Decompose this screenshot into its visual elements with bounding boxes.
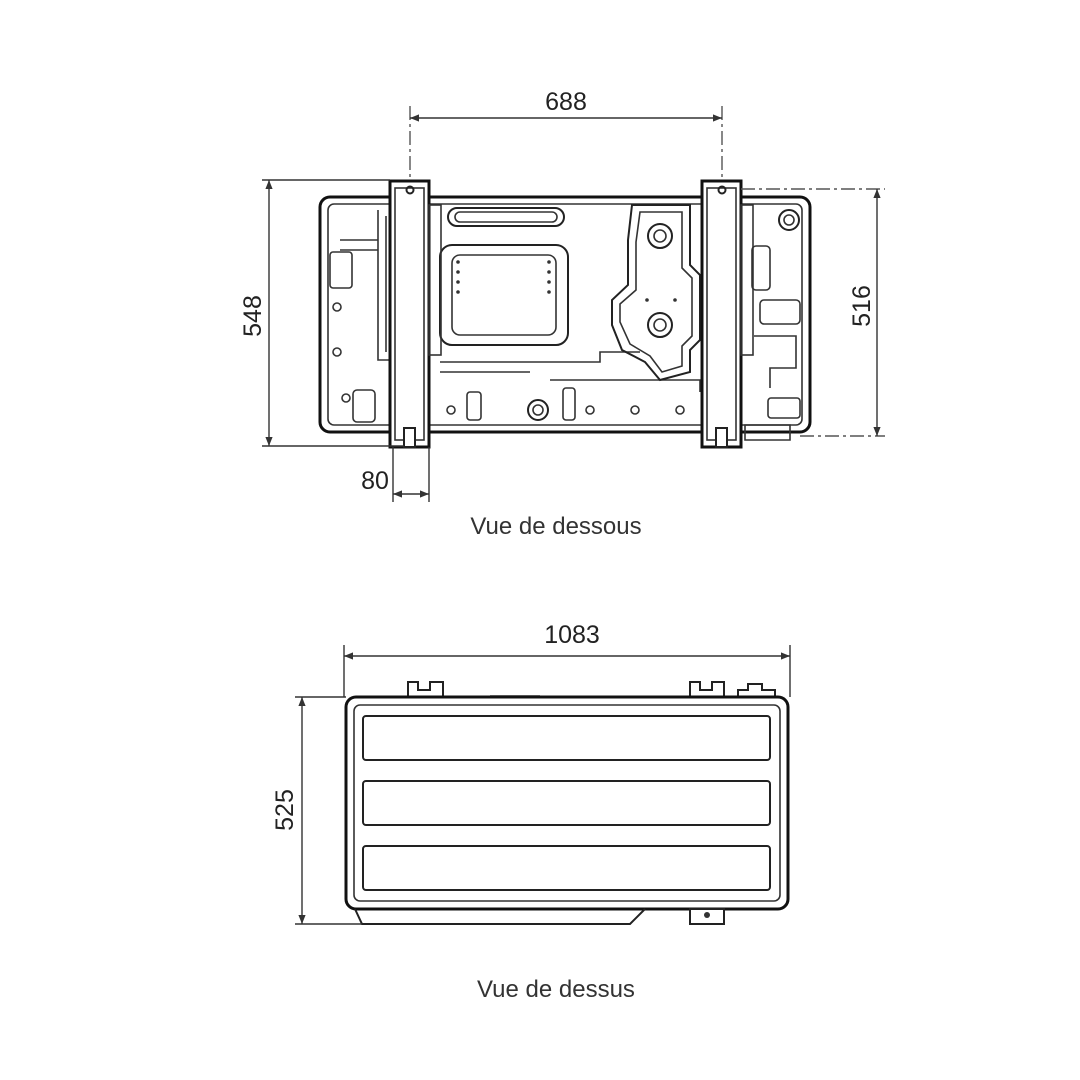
dimension-80-label: 80 bbox=[361, 467, 389, 495]
right-port bbox=[778, 209, 800, 231]
bottom-mounting-tab bbox=[689, 908, 725, 925]
dimension-688-label: 688 bbox=[545, 88, 587, 116]
mounting-bracket-right bbox=[700, 179, 754, 449]
lower-rib bbox=[440, 351, 701, 392]
pipe-port-lower bbox=[647, 312, 673, 338]
right-piping-region bbox=[611, 204, 701, 382]
bottom-view-inner-outline bbox=[327, 203, 803, 426]
top-panel-3 bbox=[362, 845, 771, 891]
top-view-caption: Vue de dessus bbox=[477, 976, 635, 1003]
drain-pan-panel-inner bbox=[451, 254, 557, 336]
top-mounting-tabs bbox=[407, 681, 776, 698]
drain-pan-panel bbox=[439, 244, 569, 346]
bottom-view: 688 548 516 80 Vue de dessous bbox=[239, 88, 885, 540]
top-slot bbox=[447, 207, 565, 227]
dimension-525-label: 525 bbox=[271, 789, 299, 831]
top-view: 1083 525 Vue de dessus bbox=[271, 621, 791, 1003]
top-view-lower-lip bbox=[354, 908, 646, 925]
dimension-1083-label: 1083 bbox=[544, 621, 600, 649]
pipe-port-upper bbox=[647, 223, 673, 249]
mounting-bracket-left bbox=[388, 179, 442, 449]
dimension-516-label: 516 bbox=[848, 285, 876, 327]
drain-pan-holes bbox=[456, 260, 551, 294]
top-panel-2 bbox=[362, 780, 771, 826]
left-pocket bbox=[329, 251, 353, 289]
dimension-548-label: 548 bbox=[239, 295, 267, 337]
drain-outlet bbox=[527, 399, 549, 421]
left-channel bbox=[340, 210, 398, 361]
top-panel-1 bbox=[362, 715, 771, 761]
top-view-body-outline bbox=[344, 695, 790, 911]
bottom-view-caption: Vue de dessous bbox=[470, 513, 641, 540]
bottom-view-body-outline bbox=[318, 195, 812, 434]
